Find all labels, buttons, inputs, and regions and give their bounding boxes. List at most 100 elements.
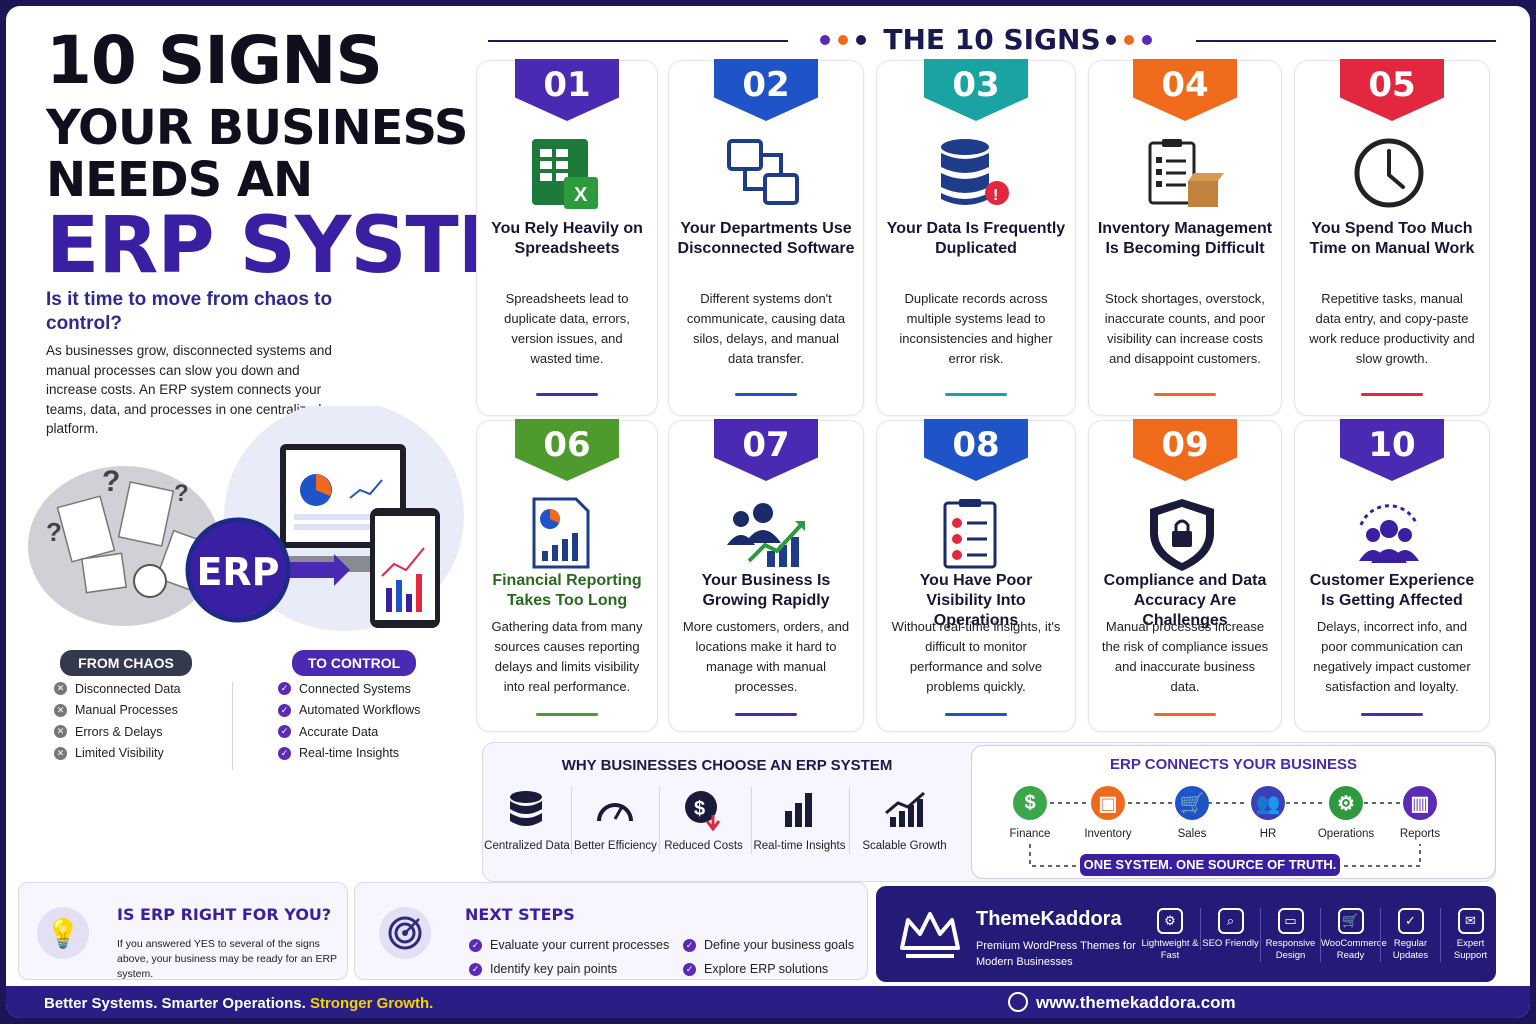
website-link[interactable]: www.themekaddora.com bbox=[1036, 993, 1236, 1012]
sign-underline bbox=[1361, 393, 1423, 396]
node-label: Inventory bbox=[1084, 828, 1132, 840]
sign-description: Gathering data from many sources causes … bbox=[491, 619, 643, 694]
node-icon: 🛒 bbox=[1175, 786, 1209, 820]
growth-team-icon bbox=[727, 503, 805, 567]
check-circle-icon: ✓ bbox=[278, 682, 291, 696]
database-alert-icon: ! bbox=[941, 139, 1009, 205]
footer-slogan: Better Systems. Smarter Operations. Stro… bbox=[44, 995, 433, 1012]
connect-node-operations: ⚙Operations bbox=[1310, 786, 1382, 840]
sign-number-badge: 08 bbox=[924, 419, 1028, 481]
node-icon: ▥ bbox=[1403, 786, 1437, 820]
chaos-item: Errors & Delays bbox=[75, 724, 163, 739]
node-label: Reports bbox=[1399, 828, 1441, 840]
signs-heading: THE 10 SIGNS bbox=[488, 20, 1496, 60]
sign-title: Your Data Is Frequently Duplicated bbox=[886, 220, 1066, 257]
control-item: Automated Workflows bbox=[299, 703, 421, 718]
sign-number-badge: 01 bbox=[515, 59, 619, 121]
dot bbox=[820, 35, 830, 45]
sign-title: Your Business Is Growing Rapidly bbox=[701, 572, 831, 609]
shield-lock-icon bbox=[1150, 499, 1214, 571]
control-item: Connected Systems bbox=[299, 681, 411, 696]
feature-label: SEO Friendly bbox=[1202, 938, 1259, 949]
control-item: Accurate Data bbox=[299, 724, 379, 739]
why-item-label: Scalable Growth bbox=[862, 840, 947, 852]
svg-text:$: $ bbox=[694, 798, 705, 820]
footer-strip: Better Systems. Smarter Operations. Stro… bbox=[6, 986, 1530, 1018]
sign-number-badge: 03 bbox=[924, 59, 1028, 121]
spreadsheet-icon: X bbox=[532, 139, 598, 209]
sign-title: Your Departments Use Disconnected Softwa… bbox=[677, 220, 855, 257]
chaos-list: ✕Disconnected Data ✕Manual Processes ✕Er… bbox=[54, 678, 181, 764]
feature-label: Responsive Design bbox=[1265, 938, 1316, 961]
why-title: WHY BUSINESSES CHOOSE AN ERP SYSTEM bbox=[561, 757, 893, 774]
feature-label: Lightweight & Fast bbox=[1141, 938, 1199, 961]
connect-node-sales: 🛒 Sales bbox=[1156, 786, 1228, 840]
brand-name: ThemeKaddora bbox=[976, 908, 1122, 930]
why-item: Real-time Insights bbox=[751, 787, 847, 854]
brand-feature: 🛒WooCommerce Ready bbox=[1320, 908, 1387, 962]
list-item: ✓ Accurate Data bbox=[278, 721, 420, 743]
intro-text: As businesses grow, disconnected systems… bbox=[46, 343, 332, 436]
sign-description: Spreadsheets lead to duplicate data, err… bbox=[504, 291, 630, 366]
step-item: Evaluate your current processes bbox=[490, 938, 670, 952]
sign-number-badge: 07 bbox=[714, 419, 818, 481]
chaos-item: Limited Visibility bbox=[75, 746, 164, 761]
feature-icon: 🛒 bbox=[1337, 908, 1364, 934]
checklist-icon bbox=[943, 499, 997, 569]
brand-panel: ThemeKaddora Premium WordPress Themes fo… bbox=[876, 886, 1496, 982]
dot bbox=[1142, 35, 1152, 45]
brand-feature: ✓Regular Updates bbox=[1380, 908, 1440, 962]
sign-description: Repetitive tasks, manual data entry, and… bbox=[1309, 291, 1475, 366]
list-item: ✓Automated Workflows bbox=[278, 700, 420, 722]
control-item: Real-time Insights bbox=[299, 746, 400, 761]
sign-description: Without real-time insights, it's difficu… bbox=[891, 619, 1061, 694]
sign-underline bbox=[735, 393, 797, 396]
crown-logo-icon bbox=[900, 912, 960, 958]
sign-underline bbox=[536, 713, 598, 716]
connect-node-reports: ▥ Reports bbox=[1384, 786, 1456, 840]
why-item-label: Centralized Data bbox=[484, 840, 570, 852]
sign-underline bbox=[1154, 393, 1216, 396]
slogan-part: Better Systems. Smarter Operations. bbox=[44, 995, 310, 1012]
dot bbox=[838, 35, 848, 45]
chaos-item: Manual Processes bbox=[75, 703, 178, 718]
customers-icon bbox=[1359, 504, 1419, 563]
question-heading: Is it time to move from chaos to control… bbox=[46, 289, 333, 334]
target-icon bbox=[379, 907, 431, 959]
sign-underline bbox=[1361, 713, 1423, 716]
next-steps-panel: NEXT STEPS ✓Evaluate your current proces… bbox=[354, 882, 868, 980]
x-circle-icon: ✕ bbox=[54, 703, 67, 717]
feature-icon: ✉ bbox=[1457, 908, 1484, 934]
slogan-highlight: Stronger Growth. bbox=[309, 995, 434, 1012]
feature-label: Regular Updates bbox=[1392, 938, 1429, 961]
sign-title: Customer Experience Is Getting Affected bbox=[1309, 572, 1475, 609]
to-control-label: TO CONTROL bbox=[292, 650, 416, 676]
sign-underline bbox=[945, 713, 1007, 716]
sign-underline bbox=[735, 713, 797, 716]
sign-title: You Spend Too Much Time on Manual Work bbox=[1309, 220, 1475, 257]
right-for-you-text: If you answered YES to several of the si… bbox=[117, 938, 337, 980]
why-item-label: Real-time Insights bbox=[753, 840, 846, 852]
check-circle-icon: ✓ bbox=[278, 725, 291, 739]
right-for-you-title: IS ERP RIGHT FOR YOU? bbox=[117, 905, 332, 924]
svg-text:?: ? bbox=[46, 517, 62, 547]
check-circle-icon: ✓ bbox=[278, 746, 291, 760]
list-item: ✓Define your business goals bbox=[683, 933, 854, 957]
erp-badge-label: ERP bbox=[196, 550, 280, 594]
sign-title: Financial Reporting Takes Too Long bbox=[492, 572, 642, 609]
brand-feature: ⚙Lightweight & Fast bbox=[1140, 908, 1200, 962]
connect-node-finance: $Finance bbox=[994, 786, 1066, 840]
list-item: ✕ Manual Processes bbox=[54, 700, 181, 722]
node-label: Sales bbox=[1177, 828, 1207, 840]
sign-underline bbox=[1154, 713, 1216, 716]
why-icon bbox=[510, 791, 542, 826]
feature-icon: ▭ bbox=[1277, 908, 1304, 934]
list-item: ✓ Real-time Insights bbox=[278, 743, 420, 765]
